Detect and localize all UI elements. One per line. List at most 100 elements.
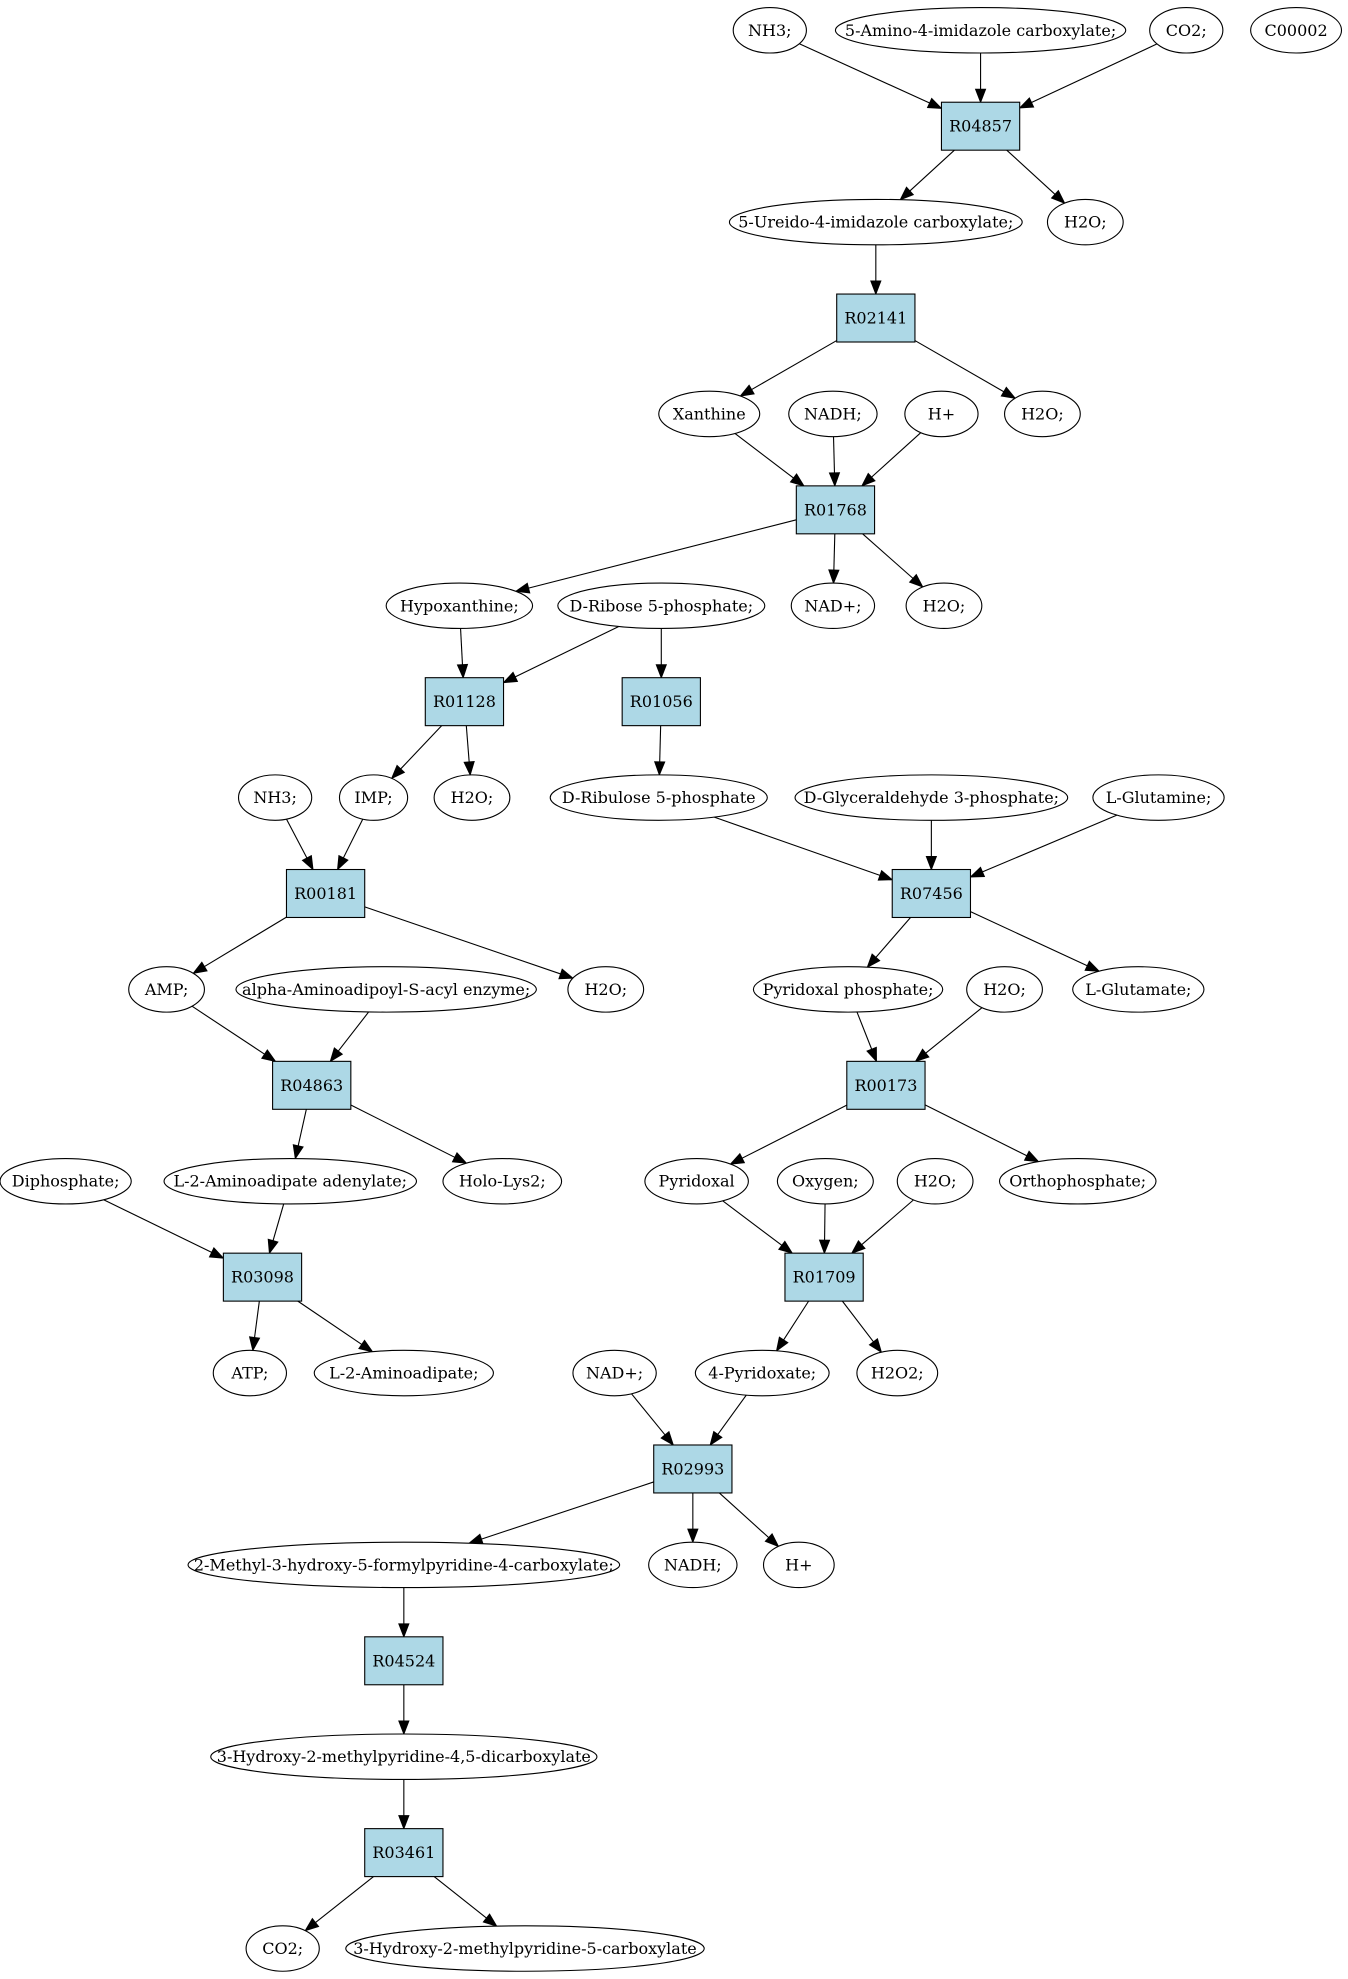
arrowhead-co2_a-to-r04857	[1018, 97, 1035, 109]
edge-r07456-to-lglutamate	[970, 911, 1088, 967]
compound-node-alpha_amino[interactable]: alpha-Aminoadipoyl-S-acyl enzyme;	[235, 966, 537, 1013]
compound-node-xanthine[interactable]: Xanthine	[658, 390, 761, 438]
edge-r01056-to-dribulose	[659, 725, 662, 762]
compound-node-lglutamine[interactable]: L-Glutamine;	[1092, 774, 1225, 821]
arrowhead-amino_imid-to-r04857	[974, 88, 987, 104]
compound-node-nh3_a[interactable]: NH3;	[732, 7, 807, 54]
compound-node-amp[interactable]: AMP;	[128, 966, 205, 1013]
reaction-node-r04857[interactable]: R04857	[940, 101, 1021, 151]
reaction-node-r02993[interactable]: R02993	[653, 1444, 733, 1494]
compound-node-h2o_g[interactable]: H2O;	[896, 1157, 974, 1205]
compound-node-hplus_b[interactable]: H+	[762, 1541, 835, 1589]
reaction-box	[272, 1060, 352, 1110]
arrowhead-hydroxy_dicarb-to-r03461	[398, 1815, 410, 1831]
reaction-node-r03098[interactable]: R03098	[222, 1252, 303, 1302]
compound-ellipse	[728, 198, 1023, 246]
compound-node-pyridoxal_p[interactable]: Pyridoxal phosphate;	[752, 966, 944, 1013]
reaction-node-r01056[interactable]: R01056	[621, 677, 701, 727]
compound-node-h2o_e[interactable]: H2O;	[567, 966, 645, 1013]
compound-node-l2aa[interactable]: L-2-Aminoadipate;	[313, 1349, 494, 1397]
compound-node-pyridoxal[interactable]: Pyridoxal	[644, 1157, 749, 1205]
compound-node-hydroxy_dicarb[interactable]: 3-Hydroxy-2-methylpyridine-4,5-dicarboxy…	[210, 1733, 598, 1780]
arrowhead-r07456-to-lglutamate	[1084, 960, 1101, 972]
node-label: Pyridoxal phosphate;	[763, 980, 934, 999]
reaction-node-r04524[interactable]: R04524	[364, 1636, 444, 1686]
node-label: 3-Hydroxy-2-methylpyridine-5-carboxylate	[353, 1939, 697, 1958]
arrowhead-r01128-to-imp	[390, 764, 406, 780]
compound-ellipse	[834, 7, 1127, 54]
node-label: alpha-Aminoadipoyl-S-acyl enzyme;	[242, 980, 530, 999]
reaction-node-r00173[interactable]: R00173	[846, 1060, 926, 1110]
node-label: C00002	[1265, 21, 1328, 40]
reaction-box	[846, 1060, 926, 1110]
node-label: NAD+;	[586, 1364, 643, 1383]
compound-node-nadplus_a[interactable]: NAD+;	[790, 582, 876, 630]
compound-node-oxygen[interactable]: Oxygen;	[776, 1157, 874, 1205]
compound-node-co2_b[interactable]: CO2;	[245, 1925, 320, 1972]
compound-node-h2o_d[interactable]: H2O;	[433, 774, 511, 821]
compound-node-ureido[interactable]: 5-Ureido-4-imidazole carboxylate;	[728, 198, 1023, 246]
compound-node-hplus_a[interactable]: H+	[904, 390, 979, 438]
compound-node-hololys2[interactable]: Holo-Lys2;	[442, 1157, 563, 1205]
reaction-box	[222, 1252, 303, 1302]
compound-node-nadh_b[interactable]: NADH;	[648, 1541, 738, 1589]
compound-ellipse	[648, 1541, 738, 1589]
reaction-box	[621, 677, 701, 727]
compound-node-h2o2[interactable]: H2O2;	[856, 1349, 939, 1397]
node-label: R00181	[294, 884, 357, 903]
compound-node-hypox[interactable]: Hypoxanthine;	[385, 582, 534, 630]
compound-node-imp[interactable]: IMP;	[338, 774, 409, 821]
edge-co2_a-to-r04857	[1031, 43, 1158, 103]
compound-node-l2aa_aden[interactable]: L-2-Aminoadipate adenylate;	[163, 1157, 418, 1205]
compound-node-h2o_a[interactable]: H2O;	[1046, 198, 1124, 246]
node-label: CO2;	[1166, 21, 1207, 40]
compound-node-atp[interactable]: ATP;	[212, 1349, 288, 1397]
compound-node-dribose[interactable]: D-Ribose 5-phosphate;	[557, 582, 766, 630]
reaction-node-r00181[interactable]: R00181	[285, 868, 366, 919]
arrowhead-xanthine-to-r01768	[789, 473, 806, 487]
compound-node-pyridoxate[interactable]: 4-Pyridoxate;	[694, 1349, 830, 1397]
compound-node-amino_imid[interactable]: 5-Amino-4-imidazole carboxylate;	[834, 7, 1127, 54]
reaction-node-r02141[interactable]: R02141	[836, 293, 916, 343]
node-label: R01768	[804, 500, 867, 519]
node-label: H2O2;	[871, 1364, 924, 1383]
compound-node-h2o_b[interactable]: H2O;	[1004, 390, 1081, 438]
compound-node-lglutamate[interactable]: L-Glutamate;	[1072, 966, 1205, 1013]
compound-node-orthophos[interactable]: Orthophosphate;	[998, 1157, 1157, 1205]
compound-node-nadh_a[interactable]: NADH;	[788, 390, 878, 438]
compound-node-h2o_f[interactable]: H2O;	[966, 966, 1043, 1013]
reaction-node-r01128[interactable]: R01128	[424, 677, 505, 727]
node-label: Holo-Lys2;	[459, 1172, 546, 1191]
reaction-node-r01709[interactable]: R01709	[784, 1252, 864, 1302]
compound-node-dribulose[interactable]: D-Ribulose 5-phosphate	[549, 774, 768, 821]
arrowhead-alpha_amino-to-r04863	[329, 1047, 344, 1063]
arrowhead-amp-to-r04863	[261, 1049, 277, 1063]
reaction-node-r04863[interactable]: R04863	[272, 1060, 352, 1110]
node-label: Orthophosphate;	[1009, 1172, 1146, 1191]
node-label: H+	[928, 404, 955, 423]
edge-r00173-to-pyridoxal	[741, 1104, 848, 1159]
compound-node-h2o_c[interactable]: H2O;	[905, 582, 983, 630]
reaction-node-r01768[interactable]: R01768	[795, 485, 876, 535]
reaction-node-r07456[interactable]: R07456	[891, 868, 972, 919]
compound-node-nh3_b[interactable]: NH3;	[237, 774, 313, 821]
compound-ellipse	[245, 1925, 320, 1972]
node-label: L-Glutamine;	[1106, 788, 1212, 807]
compound-node-methyl_formyl[interactable]: 2-Methyl-3-hydroxy-5-formylpyridine-4-ca…	[187, 1541, 621, 1589]
compound-node-hydroxy_carb[interactable]: 3-Hydroxy-2-methylpyridine-5-carboxylate	[345, 1925, 705, 1972]
compound-node-co2_a[interactable]: CO2;	[1149, 7, 1224, 54]
arrowhead-r01128-to-h2o_d	[463, 760, 475, 777]
edge-r03461-to-hydroxy_carb	[433, 1876, 487, 1919]
reaction-node-r03461[interactable]: R03461	[364, 1828, 444, 1878]
compound-node-nadplus_b[interactable]: NAD+;	[572, 1349, 657, 1397]
arrowhead-diphosphate-to-r03098	[208, 1247, 225, 1259]
compound-node-diphosphate[interactable]: Diphosphate;	[0, 1157, 132, 1205]
compound-node-c00002[interactable]: C00002	[1250, 7, 1343, 54]
edge-nadplus_b-to-r02993	[631, 1393, 666, 1436]
compound-node-dglyc[interactable]: D-Glyceraldehyde 3-phosphate;	[794, 774, 1069, 821]
reaction-box	[285, 868, 366, 919]
compound-ellipse	[658, 390, 761, 438]
edge-r04857-to-h2o_a	[1006, 149, 1056, 195]
compound-ellipse	[1072, 966, 1205, 1013]
compound-ellipse	[433, 774, 511, 821]
